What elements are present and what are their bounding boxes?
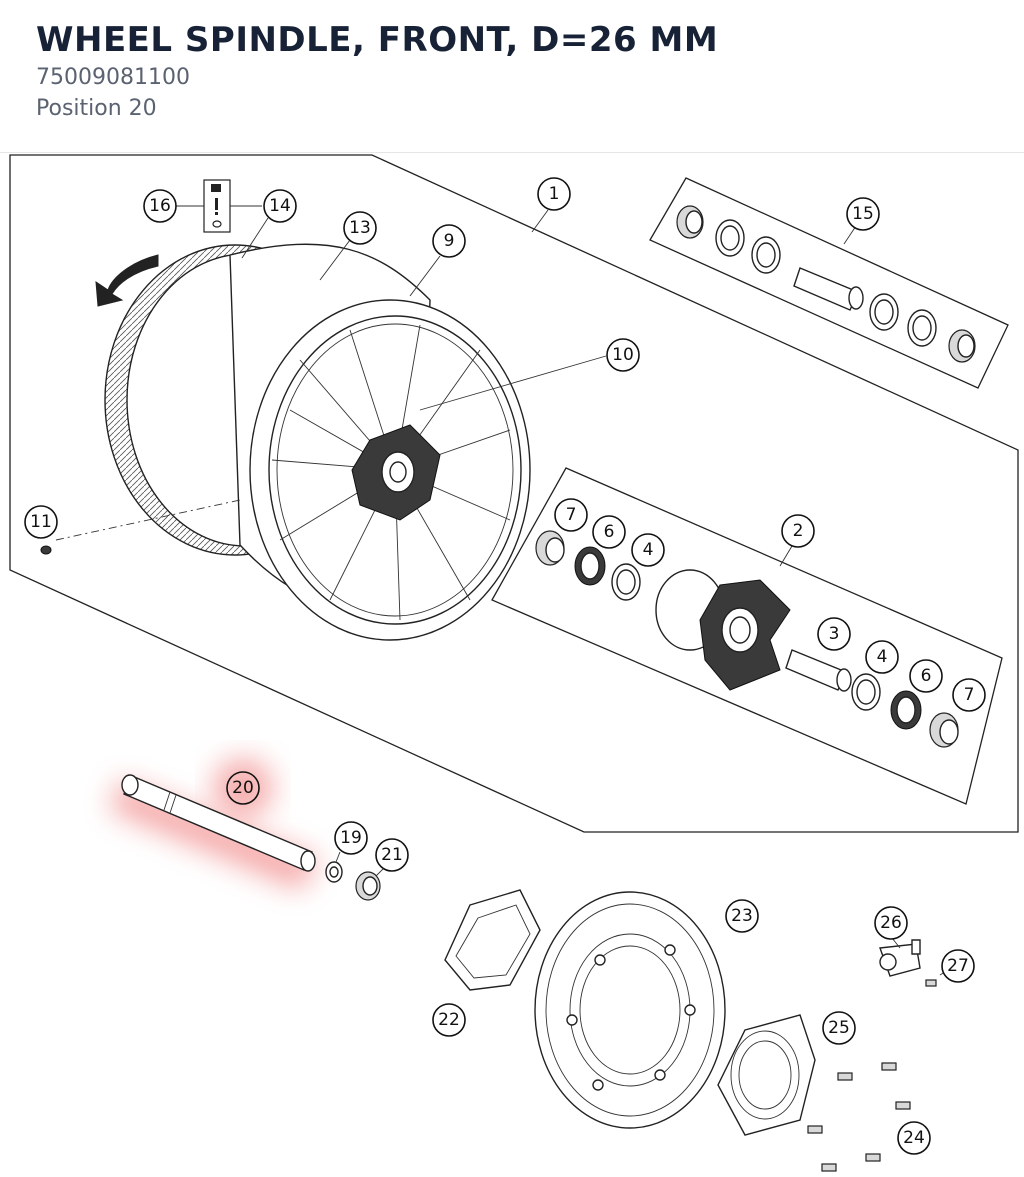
svg-text:6: 6 — [604, 522, 615, 542]
leader-lines — [55, 209, 607, 541]
svg-text:3: 3 — [829, 624, 840, 644]
wheel-spindle-part — [121, 774, 316, 872]
svg-text:26: 26 — [880, 913, 902, 933]
svg-text:14: 14 — [269, 196, 291, 216]
callout-19[interactable]: 19 — [334, 821, 368, 855]
header-divider — [0, 152, 1024, 153]
svg-text:22: 22 — [438, 1010, 460, 1030]
callout-27[interactable]: 27 — [941, 949, 975, 983]
callout-13[interactable]: 13 — [343, 211, 377, 245]
callout-7-left[interactable]: 7 — [554, 498, 588, 532]
washer-icon — [212, 220, 222, 228]
service-info-box — [176, 179, 262, 233]
svg-text:11: 11 — [30, 512, 52, 532]
svg-text:25: 25 — [828, 1018, 850, 1038]
callout-11[interactable]: 11 — [24, 505, 58, 539]
bearing-kit-group — [649, 177, 1009, 389]
svg-text:21: 21 — [381, 845, 403, 865]
abs-sensor — [879, 937, 949, 987]
assembly-outline — [9, 154, 1019, 833]
callout-22[interactable]: 22 — [432, 1003, 466, 1037]
svg-text:23: 23 — [731, 906, 753, 926]
svg-text:1: 1 — [549, 184, 560, 204]
callout-21[interactable]: 21 — [375, 838, 409, 872]
callout-3[interactable]: 3 — [817, 617, 851, 651]
callout-24[interactable]: 24 — [897, 1121, 931, 1155]
callout-23[interactable]: 23 — [725, 899, 759, 933]
brake-disc — [534, 891, 726, 1129]
svg-text:2: 2 — [793, 521, 804, 541]
callout-7-right[interactable]: 7 — [952, 678, 986, 712]
callout-4-right[interactable]: 4 — [865, 640, 899, 674]
callout-20[interactable]: 20 — [226, 771, 260, 805]
callout-1[interactable]: 1 — [537, 177, 571, 211]
part-number: 75009081100 — [36, 65, 190, 90]
svg-text:4: 4 — [877, 647, 888, 667]
part-position: Position 20 — [36, 96, 157, 121]
svg-text:7: 7 — [964, 685, 975, 705]
svg-text:13: 13 — [349, 218, 371, 238]
callout-10[interactable]: 10 — [606, 338, 640, 372]
svg-text:6: 6 — [921, 666, 932, 686]
svg-text:19: 19 — [340, 828, 362, 848]
svg-text:7: 7 — [566, 505, 577, 525]
callout-15[interactable]: 15 — [846, 197, 880, 231]
svg-text:15: 15 — [852, 204, 874, 224]
svg-text:27: 27 — [947, 956, 969, 976]
svg-text:24: 24 — [903, 1128, 925, 1148]
exclamation-icon — [215, 198, 218, 210]
callout-6-left[interactable]: 6 — [592, 515, 626, 549]
abs-tone-wheel — [717, 1014, 816, 1136]
grease-can-icon — [211, 184, 221, 192]
disc-bolts — [807, 1062, 911, 1172]
callout-16[interactable]: 16 — [143, 189, 177, 223]
valve-part — [40, 545, 52, 555]
svg-text:4: 4 — [643, 540, 654, 560]
callout-25[interactable]: 25 — [822, 1011, 856, 1045]
rotation-arrow-icon — [95, 254, 159, 307]
callout-26[interactable]: 26 — [874, 906, 908, 940]
callout-6-right[interactable]: 6 — [909, 659, 943, 693]
svg-text:20: 20 — [232, 778, 254, 798]
wheel-assembly — [104, 243, 531, 641]
page-header: WHEEL SPINDLE, FRONT, D=26 MM 7500908110… — [36, 18, 996, 124]
svg-text:9: 9 — [444, 231, 455, 251]
brake-disc-carrier — [444, 889, 541, 991]
callout-2[interactable]: 2 — [781, 514, 815, 548]
callout-14[interactable]: 14 — [263, 189, 297, 223]
callout-4-left[interactable]: 4 — [631, 533, 665, 567]
part-title: WHEEL SPINDLE, FRONT, D=26 MM — [36, 20, 719, 60]
hub-kit-group — [491, 467, 1003, 805]
callout-9[interactable]: 9 — [432, 224, 466, 258]
svg-text:10: 10 — [612, 345, 634, 365]
svg-text:16: 16 — [149, 196, 171, 216]
